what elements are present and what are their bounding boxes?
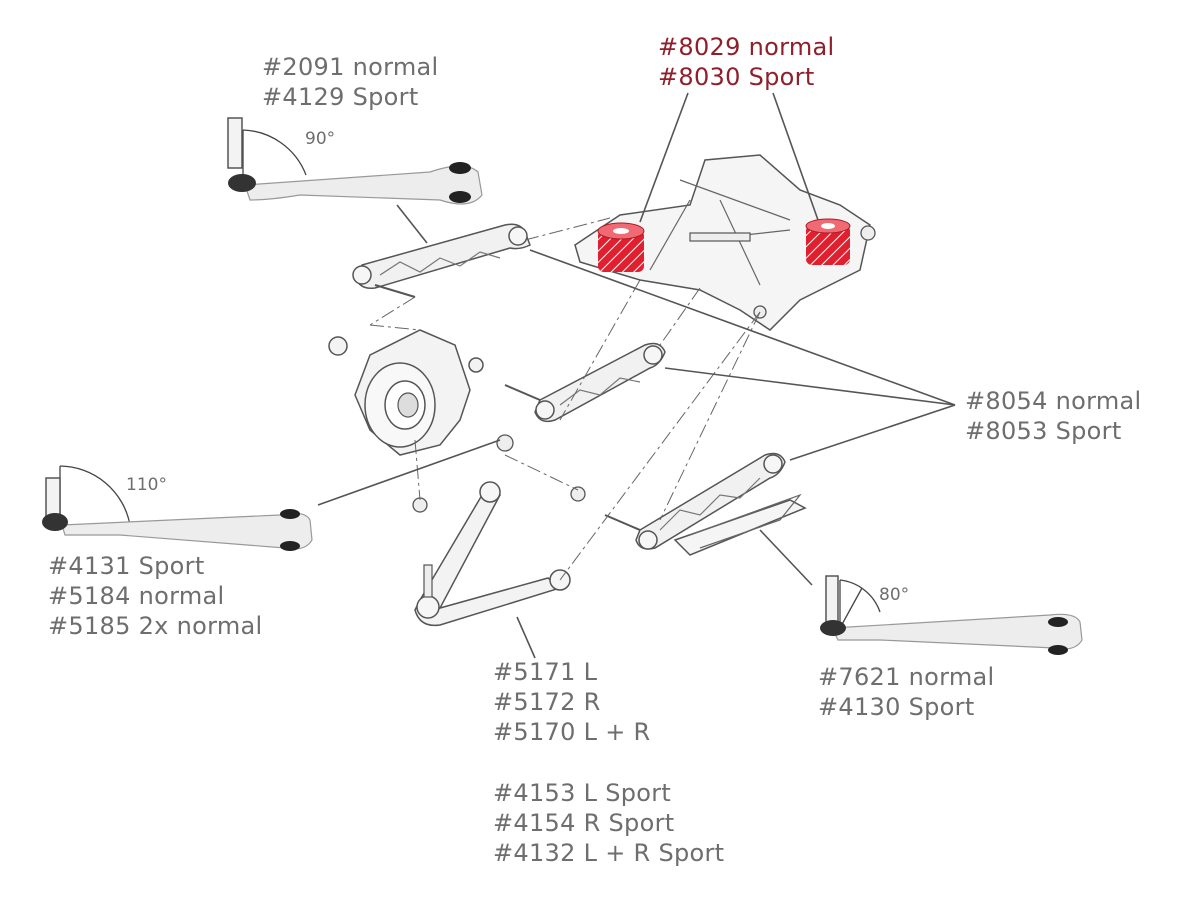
fasteners-part [412,434,586,513]
wishbone-sport-pair-code: #4132 L + R Sport [493,839,725,867]
toe-link-lower-part [604,452,807,556]
lower-right-arm-normal-code: #7621 normal [818,663,995,691]
upper-arm-normal-code: #2091 normal [262,53,439,81]
label-wishbone: #5171 L #5172 R #5170 L + R [493,657,651,747]
upper-arm-sport-code: #4129 Sport [262,83,419,111]
toe-link-upper-part [352,223,531,298]
subframe-mount-normal-code: #8029 normal [658,33,835,61]
angle-upper-arm: 90° [305,129,336,149]
lower-wishbone-part [414,481,571,627]
label-subframe-mounts: #8029 normal #8030 Sport [658,32,835,92]
angle-lower-right-arm: 80° [879,585,910,605]
label-toe-links: #8054 normal #8053 Sport [965,386,1142,446]
subframe-mount-right-part [805,218,851,265]
wishbone-pair-code: #5170 L + R [493,718,651,746]
lower-left-arm-sport-code: #4131 Sport [48,552,205,580]
wishbone-left-code: #5171 L [493,658,598,686]
wishbone-right-code: #5172 R [493,688,601,716]
label-upper-arm: #2091 normal #4129 Sport [262,52,439,112]
subframe-mount-left-part [597,222,645,272]
lower-left-arm-normal-code: #5184 normal [48,582,225,610]
subframe-mount-sport-code: #8030 Sport [658,63,815,91]
label-wishbone-sport: #4153 L Sport #4154 R Sport #4132 L + R … [493,778,724,868]
rear-subframe-part [574,154,876,331]
lower-right-arm-part [820,575,1083,655]
wheel-carrier-part [328,329,484,456]
toe-link-normal-code: #8054 normal [965,387,1142,415]
lower-left-arm-part [42,465,313,551]
leader-lines [317,92,956,659]
lower-right-arm-sport-code: #4130 Sport [818,693,975,721]
toe-link-sport-code: #8053 Sport [965,417,1122,445]
toe-link-middle-part [504,342,666,423]
angle-lower-left-arm: 110° [126,475,167,495]
upper-control-arm-part [227,117,483,205]
wishbone-sport-left-code: #4153 L Sport [493,779,672,807]
lower-left-arm-2x-normal-code: #5185 2x normal [48,612,263,640]
label-lower-right-arm: #7621 normal #4130 Sport [818,662,995,722]
label-lower-left-arm: #4131 Sport #5184 normal #5185 2x normal [48,551,263,641]
wishbone-sport-right-code: #4154 R Sport [493,809,675,837]
